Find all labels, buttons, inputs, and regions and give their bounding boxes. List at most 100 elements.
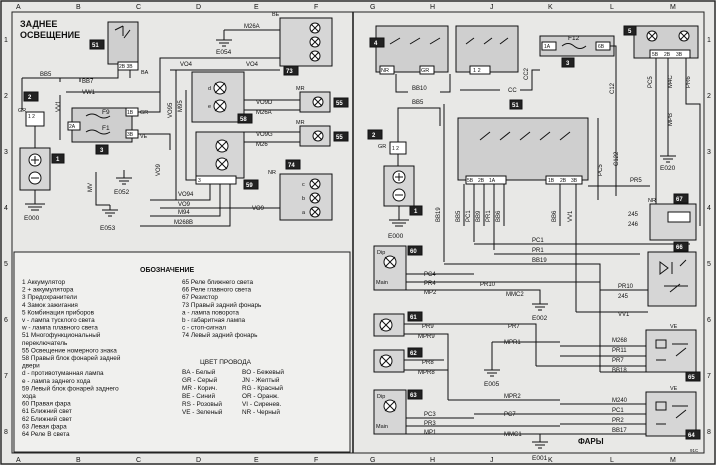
wire-label: BB17 bbox=[612, 428, 627, 434]
rear-lighting-title: ЗАДНЕЕ bbox=[20, 19, 57, 29]
component-number: 1 bbox=[414, 209, 418, 215]
wire-label: VV1 bbox=[618, 312, 630, 318]
headlights-title: ФАРЫ bbox=[578, 437, 604, 446]
wire-label: PR3 bbox=[424, 421, 436, 427]
lamp-letter: b bbox=[302, 196, 305, 202]
wire-label: PR1 bbox=[532, 248, 544, 254]
legend-item: 5 Комбинация приборов bbox=[22, 308, 95, 316]
legend-item: b - габаритная лампа bbox=[182, 316, 246, 324]
wire-label: MR bbox=[296, 86, 305, 92]
wire-label: MP1 bbox=[424, 430, 437, 436]
column-letter: E bbox=[254, 4, 259, 11]
component-number-box bbox=[283, 65, 299, 76]
lamp-cross bbox=[313, 97, 323, 107]
resistor-element bbox=[667, 211, 691, 223]
left-rear-block-59 bbox=[195, 131, 245, 179]
column-letter: G bbox=[370, 457, 375, 464]
wire-label: BB6 bbox=[552, 210, 558, 222]
row-number: 6 bbox=[707, 317, 711, 324]
legend-item: 67 Резистор bbox=[182, 294, 218, 301]
wire-color-item: RS - Розовый bbox=[182, 400, 222, 408]
wire-label: MPR9 bbox=[418, 334, 435, 340]
wire-label: VO94 bbox=[178, 192, 194, 198]
ground-label: E053 bbox=[100, 225, 116, 232]
rear-left-lamp-74 bbox=[279, 173, 333, 221]
column-letter: H bbox=[430, 457, 435, 464]
wire-label: PC5 bbox=[648, 76, 654, 88]
lamp-letter: c bbox=[302, 182, 305, 188]
wire bbox=[610, 45, 617, 196]
row-number: 6 bbox=[4, 317, 8, 324]
wire bbox=[536, 345, 646, 373]
lamp-cross bbox=[310, 23, 320, 61]
wire-label: PR6 bbox=[686, 76, 692, 88]
legend-item: 62 Ближний свет bbox=[22, 415, 72, 423]
legend-item: переключатель bbox=[22, 340, 68, 347]
connector-pins: 6B bbox=[598, 44, 605, 50]
component-number: 63 bbox=[410, 393, 417, 399]
wire-label: MP2 bbox=[424, 290, 437, 296]
wire bbox=[244, 131, 300, 143]
lamp-cross bbox=[380, 355, 392, 367]
component-number: 51 bbox=[512, 103, 519, 109]
wire-label: BE bbox=[272, 12, 280, 18]
wire-color-item: BA - Белый bbox=[182, 368, 216, 376]
wire-label: PC3 bbox=[424, 412, 436, 418]
column-letter: M bbox=[670, 4, 676, 11]
wire-label: BB5 bbox=[40, 72, 52, 78]
wire-label: MMC2 bbox=[506, 292, 524, 298]
switch-contacts bbox=[114, 25, 131, 39]
wire-label: BB19 bbox=[532, 258, 547, 264]
wire-label: VO9 bbox=[156, 163, 162, 176]
wire-label: BB10 bbox=[412, 86, 427, 92]
column-letter: K bbox=[548, 4, 553, 11]
connector-pins: 1 2 bbox=[392, 146, 399, 152]
column-letter: J bbox=[490, 457, 494, 464]
connector-pins: 3 bbox=[198, 178, 201, 184]
wire-label: VE bbox=[670, 386, 678, 392]
wire-label: MMC1 bbox=[504, 432, 522, 438]
wire-label: M4C bbox=[668, 75, 674, 88]
row-number: 5 bbox=[707, 261, 711, 268]
connector-pins: 1 2 bbox=[473, 68, 481, 74]
component-number-box bbox=[243, 179, 259, 190]
component-number-box bbox=[95, 144, 109, 155]
component-number-box bbox=[685, 371, 701, 382]
lamp-cross bbox=[216, 140, 228, 170]
wire bbox=[140, 184, 280, 227]
ground-label: E000 bbox=[24, 215, 40, 222]
ground-label: E052 bbox=[114, 189, 130, 196]
b-light-relay-64 bbox=[645, 391, 697, 437]
legend-item: 60 Правая фара bbox=[22, 401, 71, 408]
column-letter: G bbox=[370, 4, 375, 11]
wire bbox=[170, 57, 280, 71]
connector-pins: 5B bbox=[467, 178, 474, 184]
legend-item: 66 Реле главного света bbox=[182, 287, 251, 294]
lamp-letter: d bbox=[208, 86, 211, 92]
main-label: Main bbox=[376, 424, 388, 430]
connector-pins: 1A bbox=[489, 178, 496, 184]
relay-symbol bbox=[659, 259, 687, 275]
wire-label: BA bbox=[141, 70, 149, 76]
legend-item: 64 Реле В света bbox=[22, 431, 70, 438]
legend-box bbox=[13, 251, 351, 453]
column-letter: L bbox=[610, 4, 614, 11]
legend-item: 4 Замок зажигания bbox=[22, 302, 78, 309]
component-number: 73 bbox=[286, 69, 293, 75]
dip-label: Dip bbox=[377, 250, 385, 256]
wire-label: VO4 bbox=[246, 62, 259, 68]
ground-symbol bbox=[389, 206, 409, 227]
component-number: 59 bbox=[246, 183, 253, 189]
lamp-letter: e bbox=[208, 104, 211, 110]
fuse-box-3 bbox=[71, 107, 133, 143]
component-number: 55 bbox=[336, 135, 343, 141]
wire-label: PR2 bbox=[612, 418, 624, 424]
ground-symbol bbox=[25, 190, 45, 211]
connector bbox=[379, 65, 395, 75]
component-number: 64 bbox=[688, 433, 695, 439]
legend-item: a - лампа поворота bbox=[182, 309, 239, 316]
row-number: 8 bbox=[4, 429, 8, 436]
column-letter: J bbox=[490, 4, 494, 11]
